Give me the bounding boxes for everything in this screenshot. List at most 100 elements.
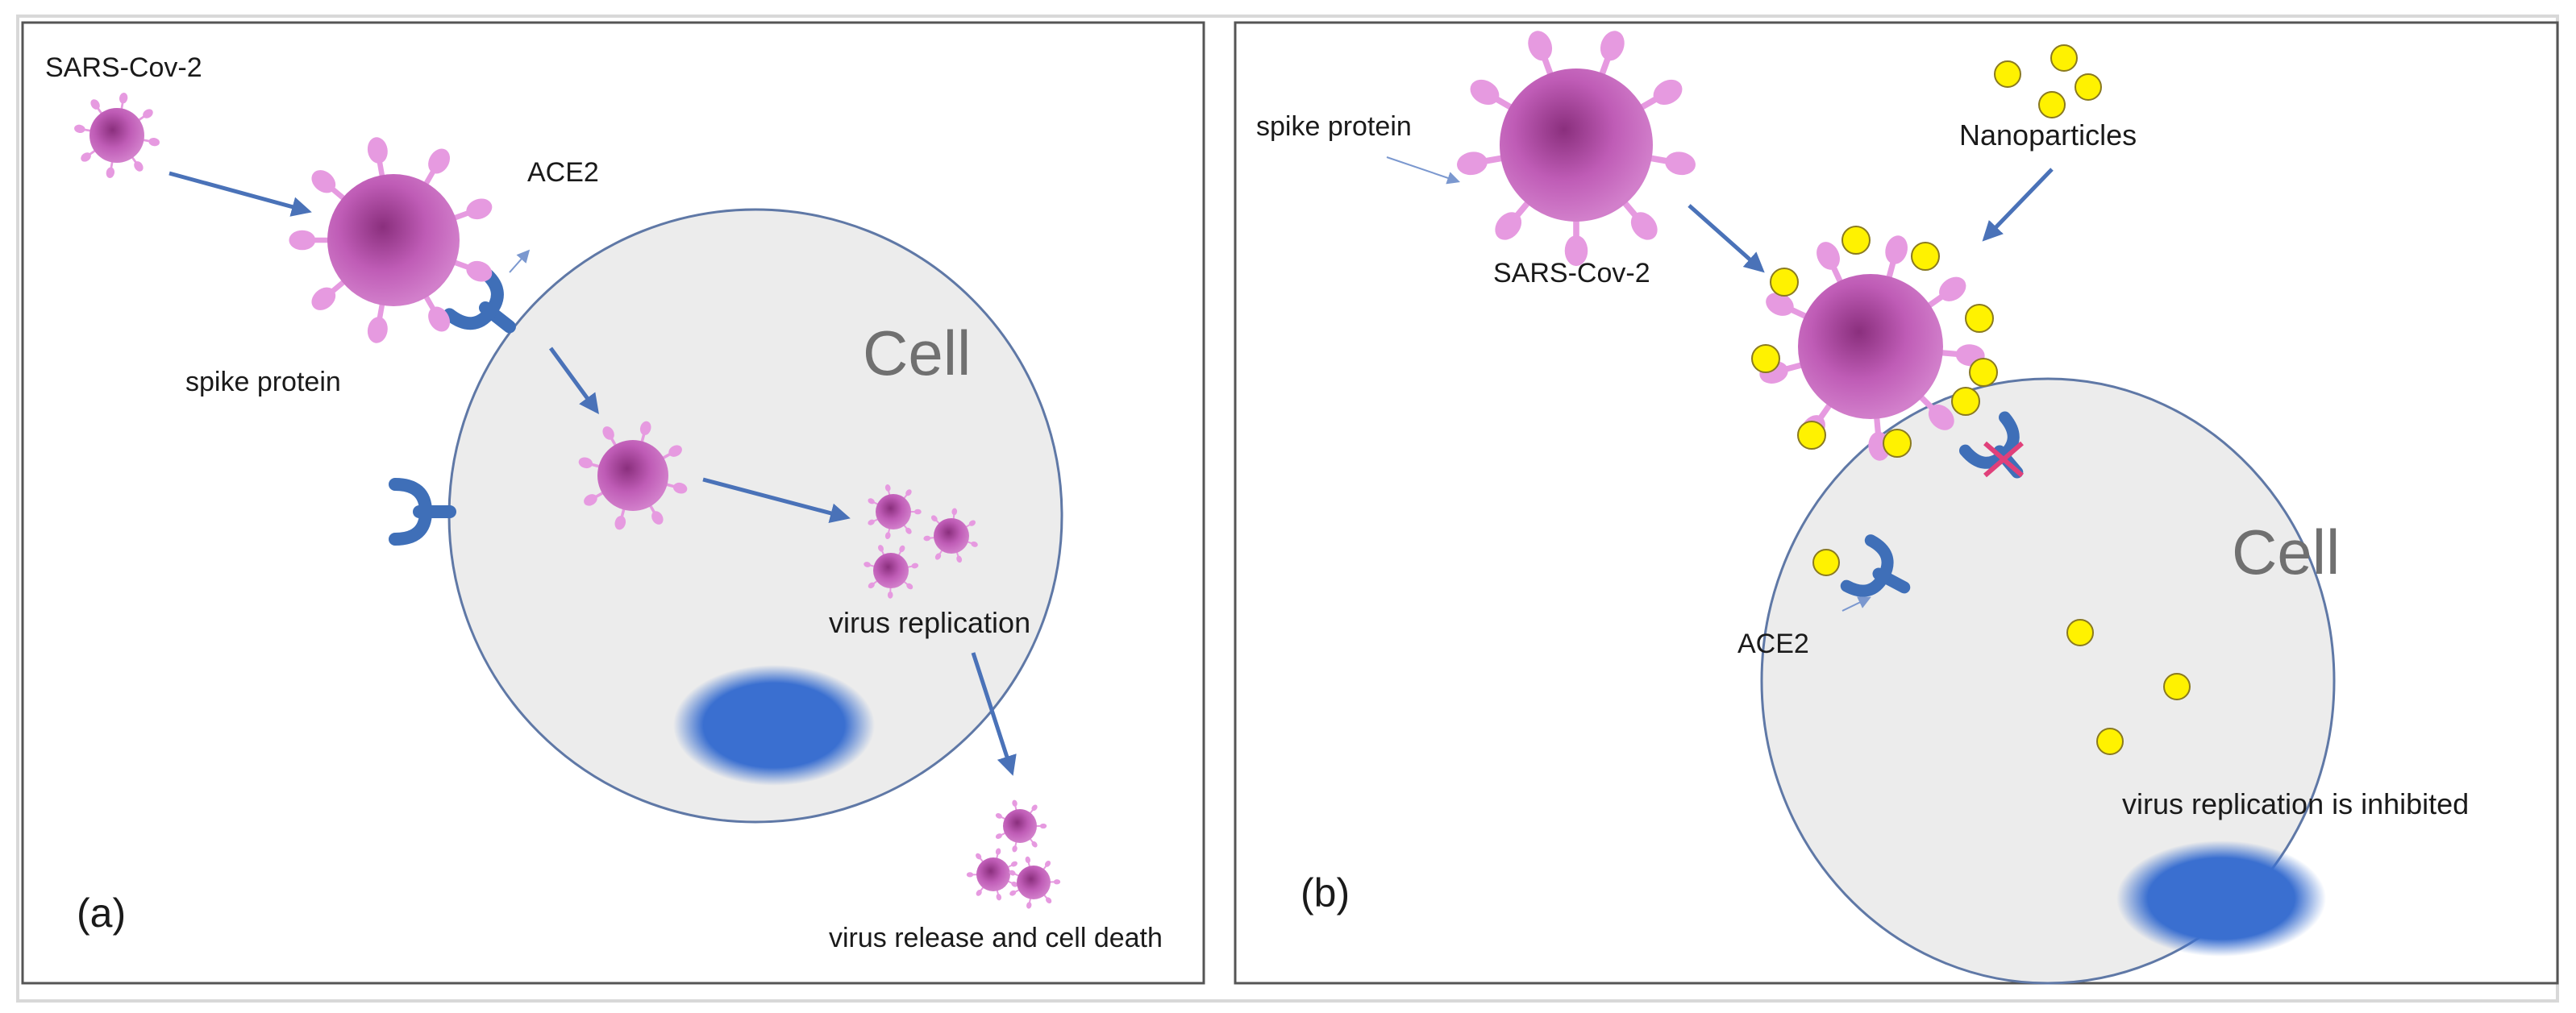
virus-body	[876, 494, 911, 529]
virus-progeny-3-a	[864, 545, 919, 599]
spike-tip	[995, 848, 1001, 855]
spike-tip	[1025, 856, 1031, 864]
arrow-nanoparticle-b	[1982, 168, 2054, 242]
nanoparticle	[1911, 242, 1940, 271]
spike-tip	[578, 457, 593, 469]
spike-tip	[74, 124, 85, 134]
nanoparticle	[2038, 91, 2066, 118]
nanoparticles-label-b: Nanoparticles	[1959, 118, 2137, 152]
virus-released-2-a	[966, 848, 1018, 901]
spike-tip	[289, 230, 316, 251]
spike-tip	[106, 167, 115, 178]
spike-tip	[1031, 841, 1038, 848]
spike-tip	[1766, 293, 1794, 316]
virus-progeny-2-a	[923, 508, 978, 563]
spike-tip	[1039, 823, 1047, 829]
spike-tip	[899, 545, 905, 553]
spike-tip	[1470, 79, 1500, 106]
pointer-ace2-a	[509, 249, 531, 273]
spike-tip	[996, 894, 1002, 901]
spike-tip	[614, 515, 626, 530]
virus-body	[1017, 866, 1051, 899]
spike-tip	[143, 109, 153, 118]
spike-tip	[868, 498, 875, 504]
replication-label-a: virus replication	[829, 606, 1030, 639]
virus-label-a: SARS-Cov-2	[45, 52, 202, 83]
ace2-label-a: ACE2	[527, 157, 599, 188]
spike-tip	[968, 520, 976, 526]
spike-tip	[1053, 879, 1061, 885]
virus-body	[873, 553, 909, 588]
spike-label-b: spike protein	[1256, 111, 1412, 142]
nanoparticle	[1770, 268, 1799, 297]
ace2-receptor-upper-a	[443, 264, 516, 334]
spike-tip	[966, 872, 974, 878]
virus-body	[327, 174, 460, 306]
nucleus-b	[2116, 841, 2326, 957]
arrow-internalize-a	[548, 347, 599, 415]
nanoparticle	[2075, 73, 2102, 101]
spike-tip	[90, 99, 100, 110]
ace2-label-b: ACE2	[1737, 629, 1809, 659]
virus-internalized-a	[578, 421, 688, 530]
ace2-receptor-left-a	[389, 478, 456, 546]
pointer-spike-b	[1386, 156, 1461, 185]
cell-label-b: Cell	[2232, 517, 2340, 587]
spike-tip	[1928, 404, 1954, 430]
spike-tip	[1457, 152, 1488, 176]
cell-label-a: Cell	[863, 318, 971, 388]
pointer-ace2-b	[1841, 596, 1871, 612]
virus-body	[1003, 809, 1037, 843]
nanoparticles	[1751, 44, 2191, 755]
spike-tip	[1044, 861, 1051, 867]
spike-tip	[1009, 890, 1017, 896]
spike-tip	[134, 161, 144, 172]
spike-tip	[887, 591, 893, 599]
spike-tip	[602, 426, 614, 440]
spike-tip	[466, 198, 493, 220]
spike-tip	[672, 482, 688, 494]
nanoparticle	[1841, 226, 1871, 255]
nanoparticle	[2096, 728, 2124, 755]
spike-tip	[884, 484, 891, 492]
spike-tip	[1817, 242, 1840, 270]
nanoparticle	[1969, 358, 1998, 387]
spike-tip	[1885, 235, 1908, 264]
virus-body	[597, 440, 668, 511]
panel-tag-a: (a)	[77, 891, 126, 936]
spike-tip	[119, 93, 128, 104]
arrow-entry-a	[169, 171, 312, 217]
arrow-replicate-a	[702, 477, 851, 523]
spike-tip	[367, 137, 388, 164]
virus-released-3-a	[1009, 856, 1061, 909]
spike-tip	[651, 511, 664, 525]
cell-b	[1760, 377, 2336, 985]
nucleus-a	[673, 665, 875, 786]
spike-tip	[311, 287, 336, 310]
spike-tip	[639, 421, 651, 436]
nanoparticle	[1965, 304, 1994, 333]
virus-binding-a	[289, 137, 493, 343]
spike-tip	[923, 535, 931, 542]
nanoparticle	[1751, 344, 1780, 373]
nanoparticle	[2050, 44, 2078, 72]
spike-tip	[868, 519, 875, 525]
virus-label-b: SARS-Cov-2	[1493, 258, 1650, 289]
spike-tip	[1630, 212, 1658, 240]
spike-tip	[905, 489, 912, 496]
ace2-receptor-left-b	[1840, 534, 1911, 597]
spike-tip	[428, 306, 451, 332]
spike-tip	[1495, 212, 1522, 240]
virus-body	[976, 857, 1010, 891]
nanoparticle	[2163, 673, 2191, 700]
spike-tip	[956, 555, 963, 563]
virus-body	[89, 108, 144, 163]
nanoparticle	[1994, 60, 2021, 88]
spike-tip	[976, 890, 982, 896]
spike-tip	[1011, 881, 1018, 887]
inhibited-label-b: virus replication is inhibited	[2122, 787, 2469, 820]
spike-tip	[1010, 861, 1017, 867]
virus-released-1-a	[995, 799, 1047, 853]
spike-tip	[995, 813, 1002, 819]
spike-tip	[934, 553, 942, 560]
